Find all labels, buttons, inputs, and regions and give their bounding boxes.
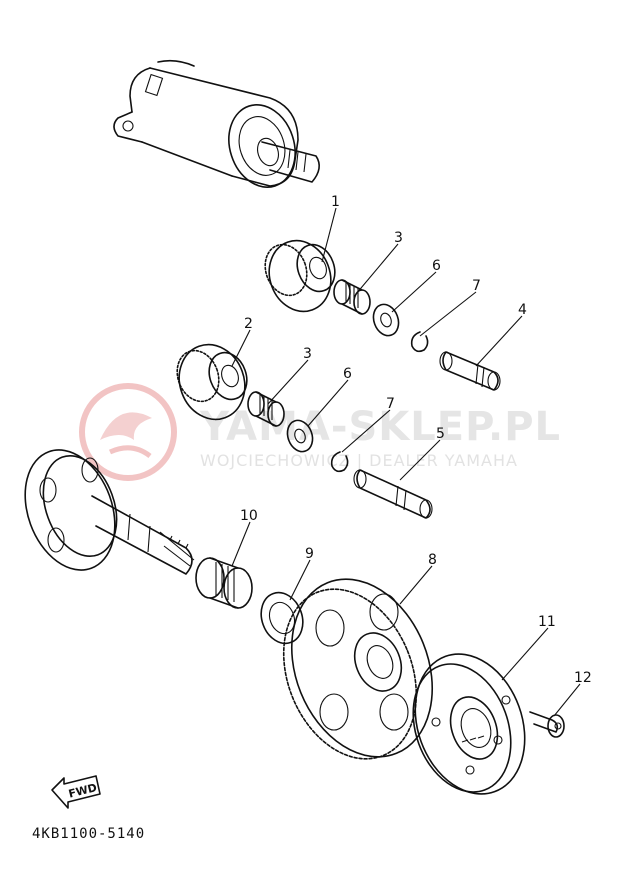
idler-gear-upper (264, 239, 336, 313)
diagram-code: 4KB1100-5140 (32, 826, 145, 842)
idler-gear-lower (176, 343, 248, 421)
callout-4: 4 (518, 302, 527, 318)
crankshaft-flywheel (24, 449, 195, 575)
needle-bearing-upper (333, 279, 371, 315)
circlip-upper (410, 331, 429, 353)
callout-7-lower: 7 (386, 396, 395, 412)
needle-bearing-10 (195, 557, 253, 609)
watermark-tagline: WOJCIECHOWICZ | DEALER YAMAHA (200, 451, 518, 470)
leader-lines (231, 207, 581, 717)
shaft-5 (353, 469, 433, 519)
starter-wheel-gear (282, 578, 434, 760)
callout-6-lower: 6 (343, 366, 352, 382)
callout-8: 8 (428, 552, 437, 568)
callout-5: 5 (436, 426, 445, 442)
one-way-clutch (412, 653, 526, 795)
washer-upper (372, 303, 400, 337)
washer-lower (286, 419, 314, 453)
shaft-4 (439, 351, 501, 391)
callout-3-lower: 3 (303, 346, 312, 362)
callout-12: 12 (574, 670, 592, 686)
callout-labels: 1 2 3 3 4 5 6 6 7 7 8 9 10 11 12 (240, 194, 592, 686)
callout-11: 11 (538, 614, 556, 630)
callout-7-upper: 7 (472, 278, 481, 294)
watermark: YAMA-SKLEP.PL WOJCIECHOWICZ | DEALER YAM… (79, 383, 561, 481)
callout-1: 1 (331, 194, 340, 210)
watermark-brand: YAMA-SKLEP.PL (199, 404, 561, 450)
callout-2: 2 (244, 316, 253, 332)
needle-bearing-lower (247, 391, 285, 427)
starter-motor (113, 59, 320, 188)
circlip-lower (330, 451, 349, 473)
callout-9: 9 (305, 546, 314, 562)
bolt-12 (529, 711, 565, 738)
callout-3-upper: 3 (394, 230, 403, 246)
watermark-logo-icon (79, 383, 177, 481)
washer-9 (260, 591, 304, 645)
fwd-direction-badge: FWD (51, 775, 101, 809)
callout-6-upper: 6 (432, 258, 441, 274)
callout-10: 10 (240, 508, 258, 524)
